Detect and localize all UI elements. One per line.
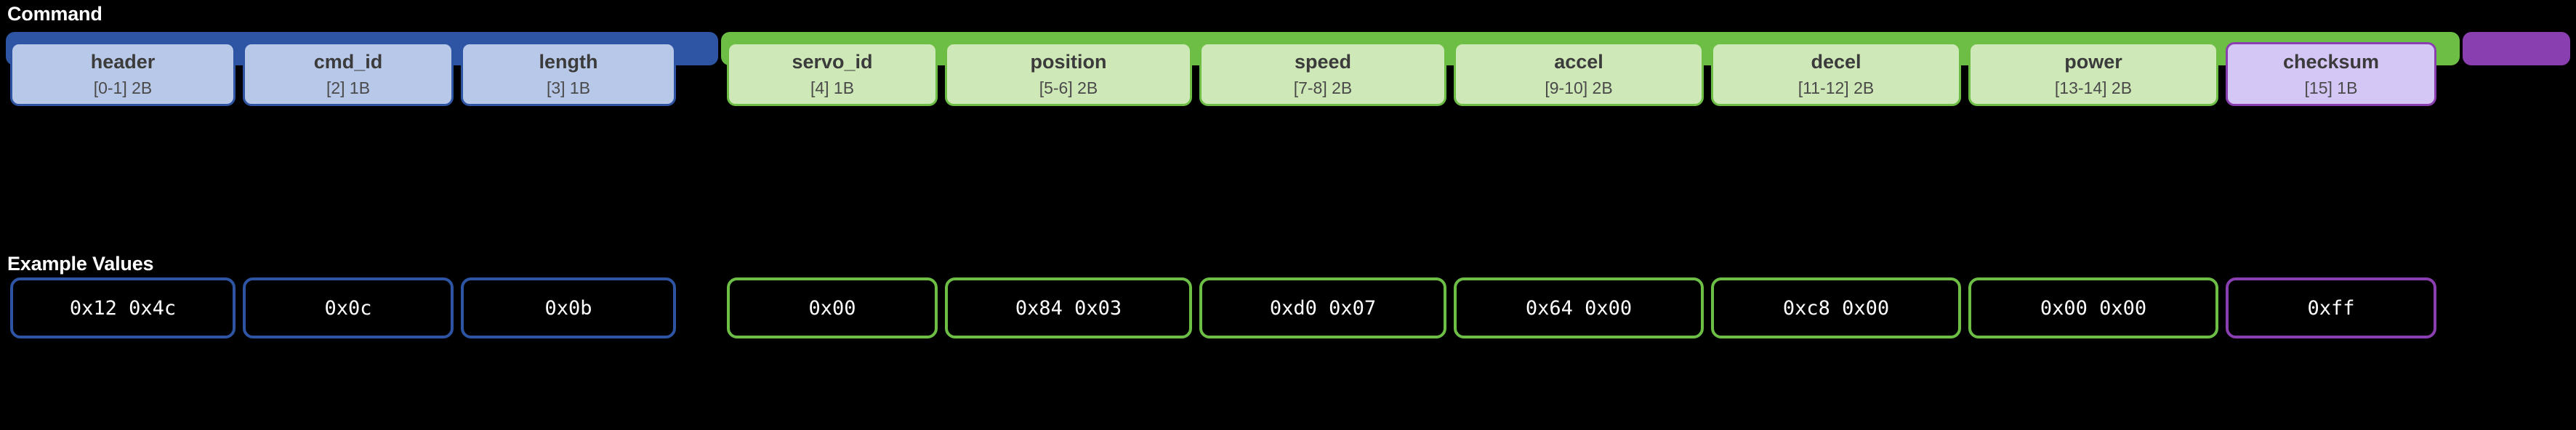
value-box-speed[interactable]: 0xd0 0x07 <box>1199 277 1446 338</box>
value-text: 0x0b <box>544 296 592 320</box>
field-name-label: servo_id <box>792 51 873 73</box>
field-range-label: [7-8] 2B <box>1293 78 1353 97</box>
value-box-position[interactable]: 0x84 0x03 <box>945 277 1192 338</box>
field-range-label: [2] 1B <box>326 78 371 97</box>
field-name-label: length <box>539 51 598 73</box>
value-text: 0xc8 0x00 <box>1782 296 1890 320</box>
value-text: 0x0c <box>324 296 372 320</box>
field-name-label: cmd_id <box>313 51 383 73</box>
field-range-label: [5-6] 2B <box>1039 78 1098 97</box>
field-box-speed[interactable]: speed [7-8] 2B <box>1199 42 1446 106</box>
field-name-label: position <box>1030 51 1107 73</box>
example-value-row: 0x12 0x4c 0x0c 0x0b 0x00 0x84 0x03 0xd0 0x07 0… <box>0 277 2576 338</box>
example-values-section-title: Example Values <box>7 253 154 275</box>
value-text: 0x64 0x00 <box>1525 296 1633 320</box>
value-box-header[interactable]: 0x12 0x4c <box>10 277 236 338</box>
field-box-checksum[interactable]: checksum [15] 1B <box>2226 42 2436 106</box>
field-range-label: [3] 1B <box>546 78 591 97</box>
field-range-label: [0-1] 2B <box>93 78 153 97</box>
field-range-label: [9-10] 2B <box>1545 78 1613 97</box>
command-section-title: Command <box>7 3 102 25</box>
value-text: 0x12 0x4c <box>69 296 177 320</box>
field-name-label: header <box>90 51 156 73</box>
field-box-position[interactable]: position [5-6] 2B <box>945 42 1192 106</box>
field-row: header [0-1] 2B cmd_id [2] 1B length [3] 1B se… <box>0 42 2576 106</box>
field-name-label: accel <box>1554 51 1603 73</box>
value-box-length[interactable]: 0x0b <box>461 277 676 338</box>
field-name-label: speed <box>1294 51 1352 73</box>
value-box-accel[interactable]: 0x64 0x00 <box>1454 277 1704 338</box>
field-box-accel[interactable]: accel [9-10] 2B <box>1454 42 1704 106</box>
field-box-cmd_id[interactable]: cmd_id [2] 1B <box>243 42 454 106</box>
value-text: 0x00 0x00 <box>2040 296 2147 320</box>
value-box-checksum[interactable]: 0xff <box>2226 277 2436 338</box>
group-band-checksum-group <box>2463 32 2570 65</box>
field-box-decel[interactable]: decel [11-12] 2B <box>1711 42 1961 106</box>
value-text: 0x00 <box>808 296 856 320</box>
field-range-label: [4] 1B <box>810 78 855 97</box>
field-name-label: decel <box>1811 51 1861 73</box>
field-box-servo_id[interactable]: servo_id [4] 1B <box>727 42 938 106</box>
field-box-power[interactable]: power [13-14] 2B <box>1968 42 2218 106</box>
value-text: 0xd0 0x07 <box>1269 296 1377 320</box>
value-box-power[interactable]: 0x00 0x00 <box>1968 277 2218 338</box>
value-box-decel[interactable]: 0xc8 0x00 <box>1711 277 1961 338</box>
value-box-cmd_id[interactable]: 0x0c <box>243 277 454 338</box>
field-name-label: power <box>2064 51 2122 73</box>
field-name-label: checksum <box>2282 51 2380 73</box>
field-box-length[interactable]: length [3] 1B <box>461 42 676 106</box>
value-text: 0x84 0x03 <box>1015 296 1122 320</box>
field-range-label: [15] 1B <box>2304 78 2358 97</box>
value-text: 0xff <box>2307 296 2355 320</box>
field-range-label: [13-14] 2B <box>2054 78 2133 97</box>
field-box-header[interactable]: header [0-1] 2B <box>10 42 236 106</box>
value-box-servo_id[interactable]: 0x00 <box>727 277 938 338</box>
field-range-label: [11-12] 2B <box>1798 78 1875 97</box>
